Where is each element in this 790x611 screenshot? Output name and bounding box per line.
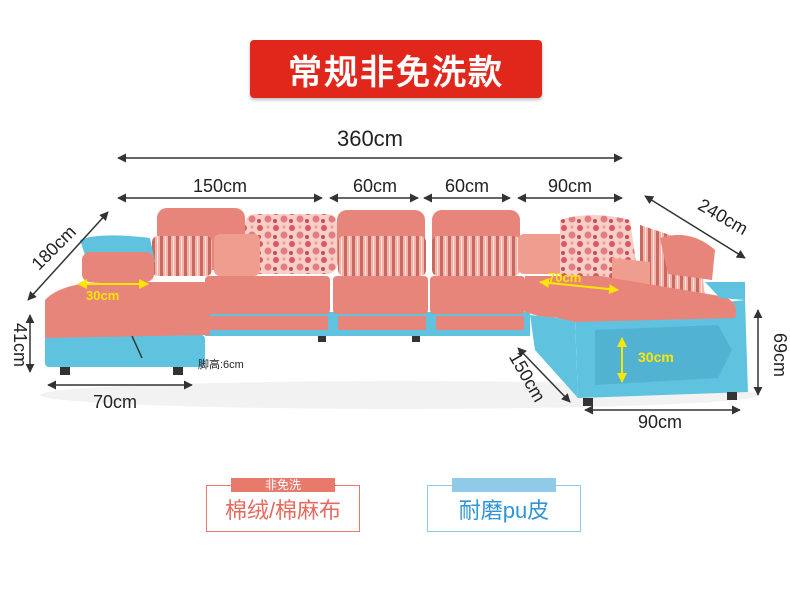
side-panel-label: 30cm xyxy=(638,349,674,365)
chaise-width-label: 70cm xyxy=(93,392,137,412)
seat-depth-left-label: 30cm xyxy=(86,288,119,303)
legend-fabric: 棉绒/棉麻布 非免洗 xyxy=(206,478,360,532)
title-banner: 常规非免洗款 xyxy=(250,40,542,98)
seg1-label: 150cm xyxy=(193,176,247,196)
back-cushions xyxy=(152,208,566,276)
sofa-illustration xyxy=(40,208,760,409)
seat-depth-lines xyxy=(77,277,627,383)
page-title: 常规非免洗款 xyxy=(288,53,504,92)
pu-label: 耐磨pu皮 xyxy=(427,485,581,532)
seg3-label: 60cm xyxy=(445,176,489,196)
seg4-label: 90cm xyxy=(548,176,592,196)
seg2-label: 60cm xyxy=(353,176,397,196)
left-height-label: 41cm xyxy=(10,323,30,367)
end-width-label: 90cm xyxy=(638,412,682,432)
seat-depth-right-label: 70cm xyxy=(548,270,581,285)
total-width-label: 360cm xyxy=(337,126,403,151)
left-depth-label: 180cm xyxy=(28,222,80,274)
fabric-tag: 非免洗 xyxy=(231,478,335,492)
right-height-label: 69cm xyxy=(770,333,790,377)
fabric-label: 棉绒/棉麻布 xyxy=(206,485,360,532)
legs xyxy=(60,336,737,406)
leg-height-label: 脚高:6cm xyxy=(198,357,244,371)
legend-pu-leather: 耐磨pu皮 xyxy=(427,478,581,532)
dimension-lines xyxy=(25,153,763,415)
right-chaise xyxy=(530,282,748,398)
pu-tag xyxy=(452,478,556,492)
